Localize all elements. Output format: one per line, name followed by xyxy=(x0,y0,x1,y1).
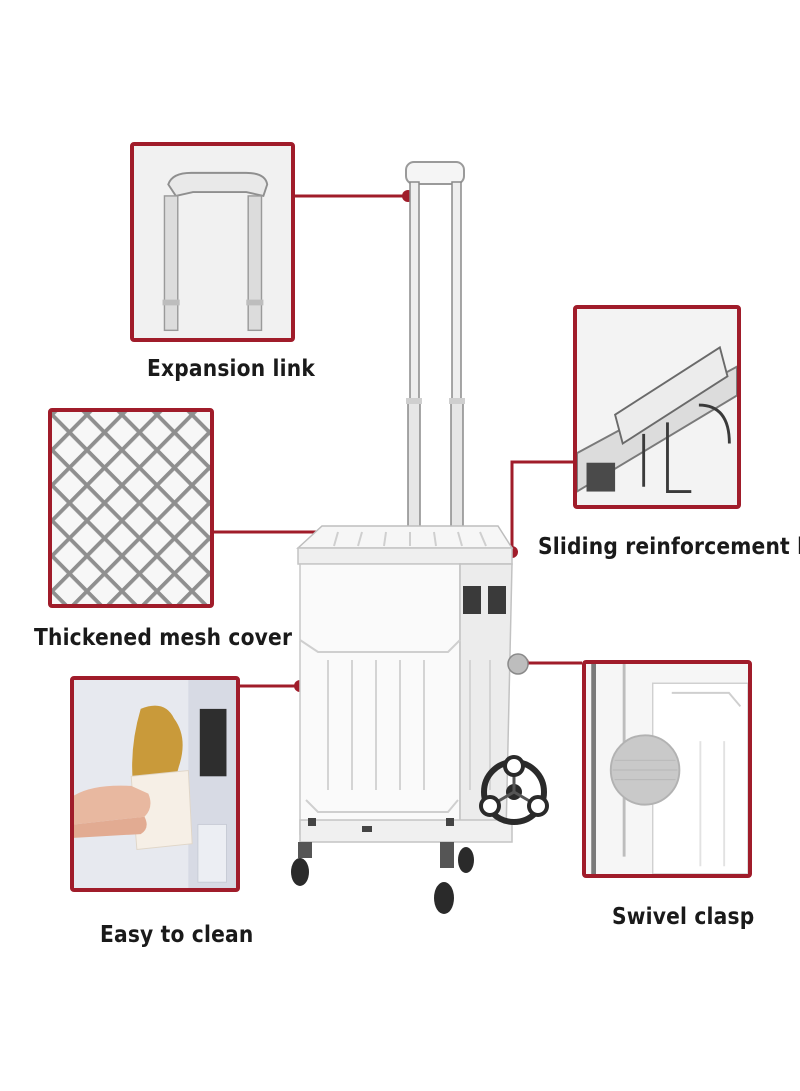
cleaning-closeup-illustration xyxy=(74,680,236,888)
label-swivel-clasp: Swivel clasp xyxy=(612,904,755,930)
connector-lines xyxy=(214,194,582,688)
callout-mesh-cover xyxy=(48,408,214,608)
callout-swivel-clasp xyxy=(582,660,752,878)
label-reinforcement-bar: Sliding reinforcement bar xyxy=(538,534,800,560)
handle-closeup-illustration xyxy=(134,146,291,338)
label-mesh-cover: Thickened mesh cover xyxy=(34,625,293,651)
label-easy-clean: Easy to clean xyxy=(100,922,254,948)
label-expansion-link: Expansion link xyxy=(147,356,315,382)
callout-easy-clean xyxy=(70,676,240,892)
callout-expansion-link xyxy=(130,142,295,342)
swivel-clasp-illustration xyxy=(586,664,748,874)
stair-wheel xyxy=(479,755,549,825)
caster-wheels xyxy=(291,842,474,914)
reinforcement-bar-illustration xyxy=(577,309,737,505)
mesh-closeup-illustration xyxy=(52,412,210,604)
telescopic-handle xyxy=(405,161,465,533)
cart-lid xyxy=(296,525,514,565)
callout-reinforcement-bar xyxy=(573,305,741,509)
